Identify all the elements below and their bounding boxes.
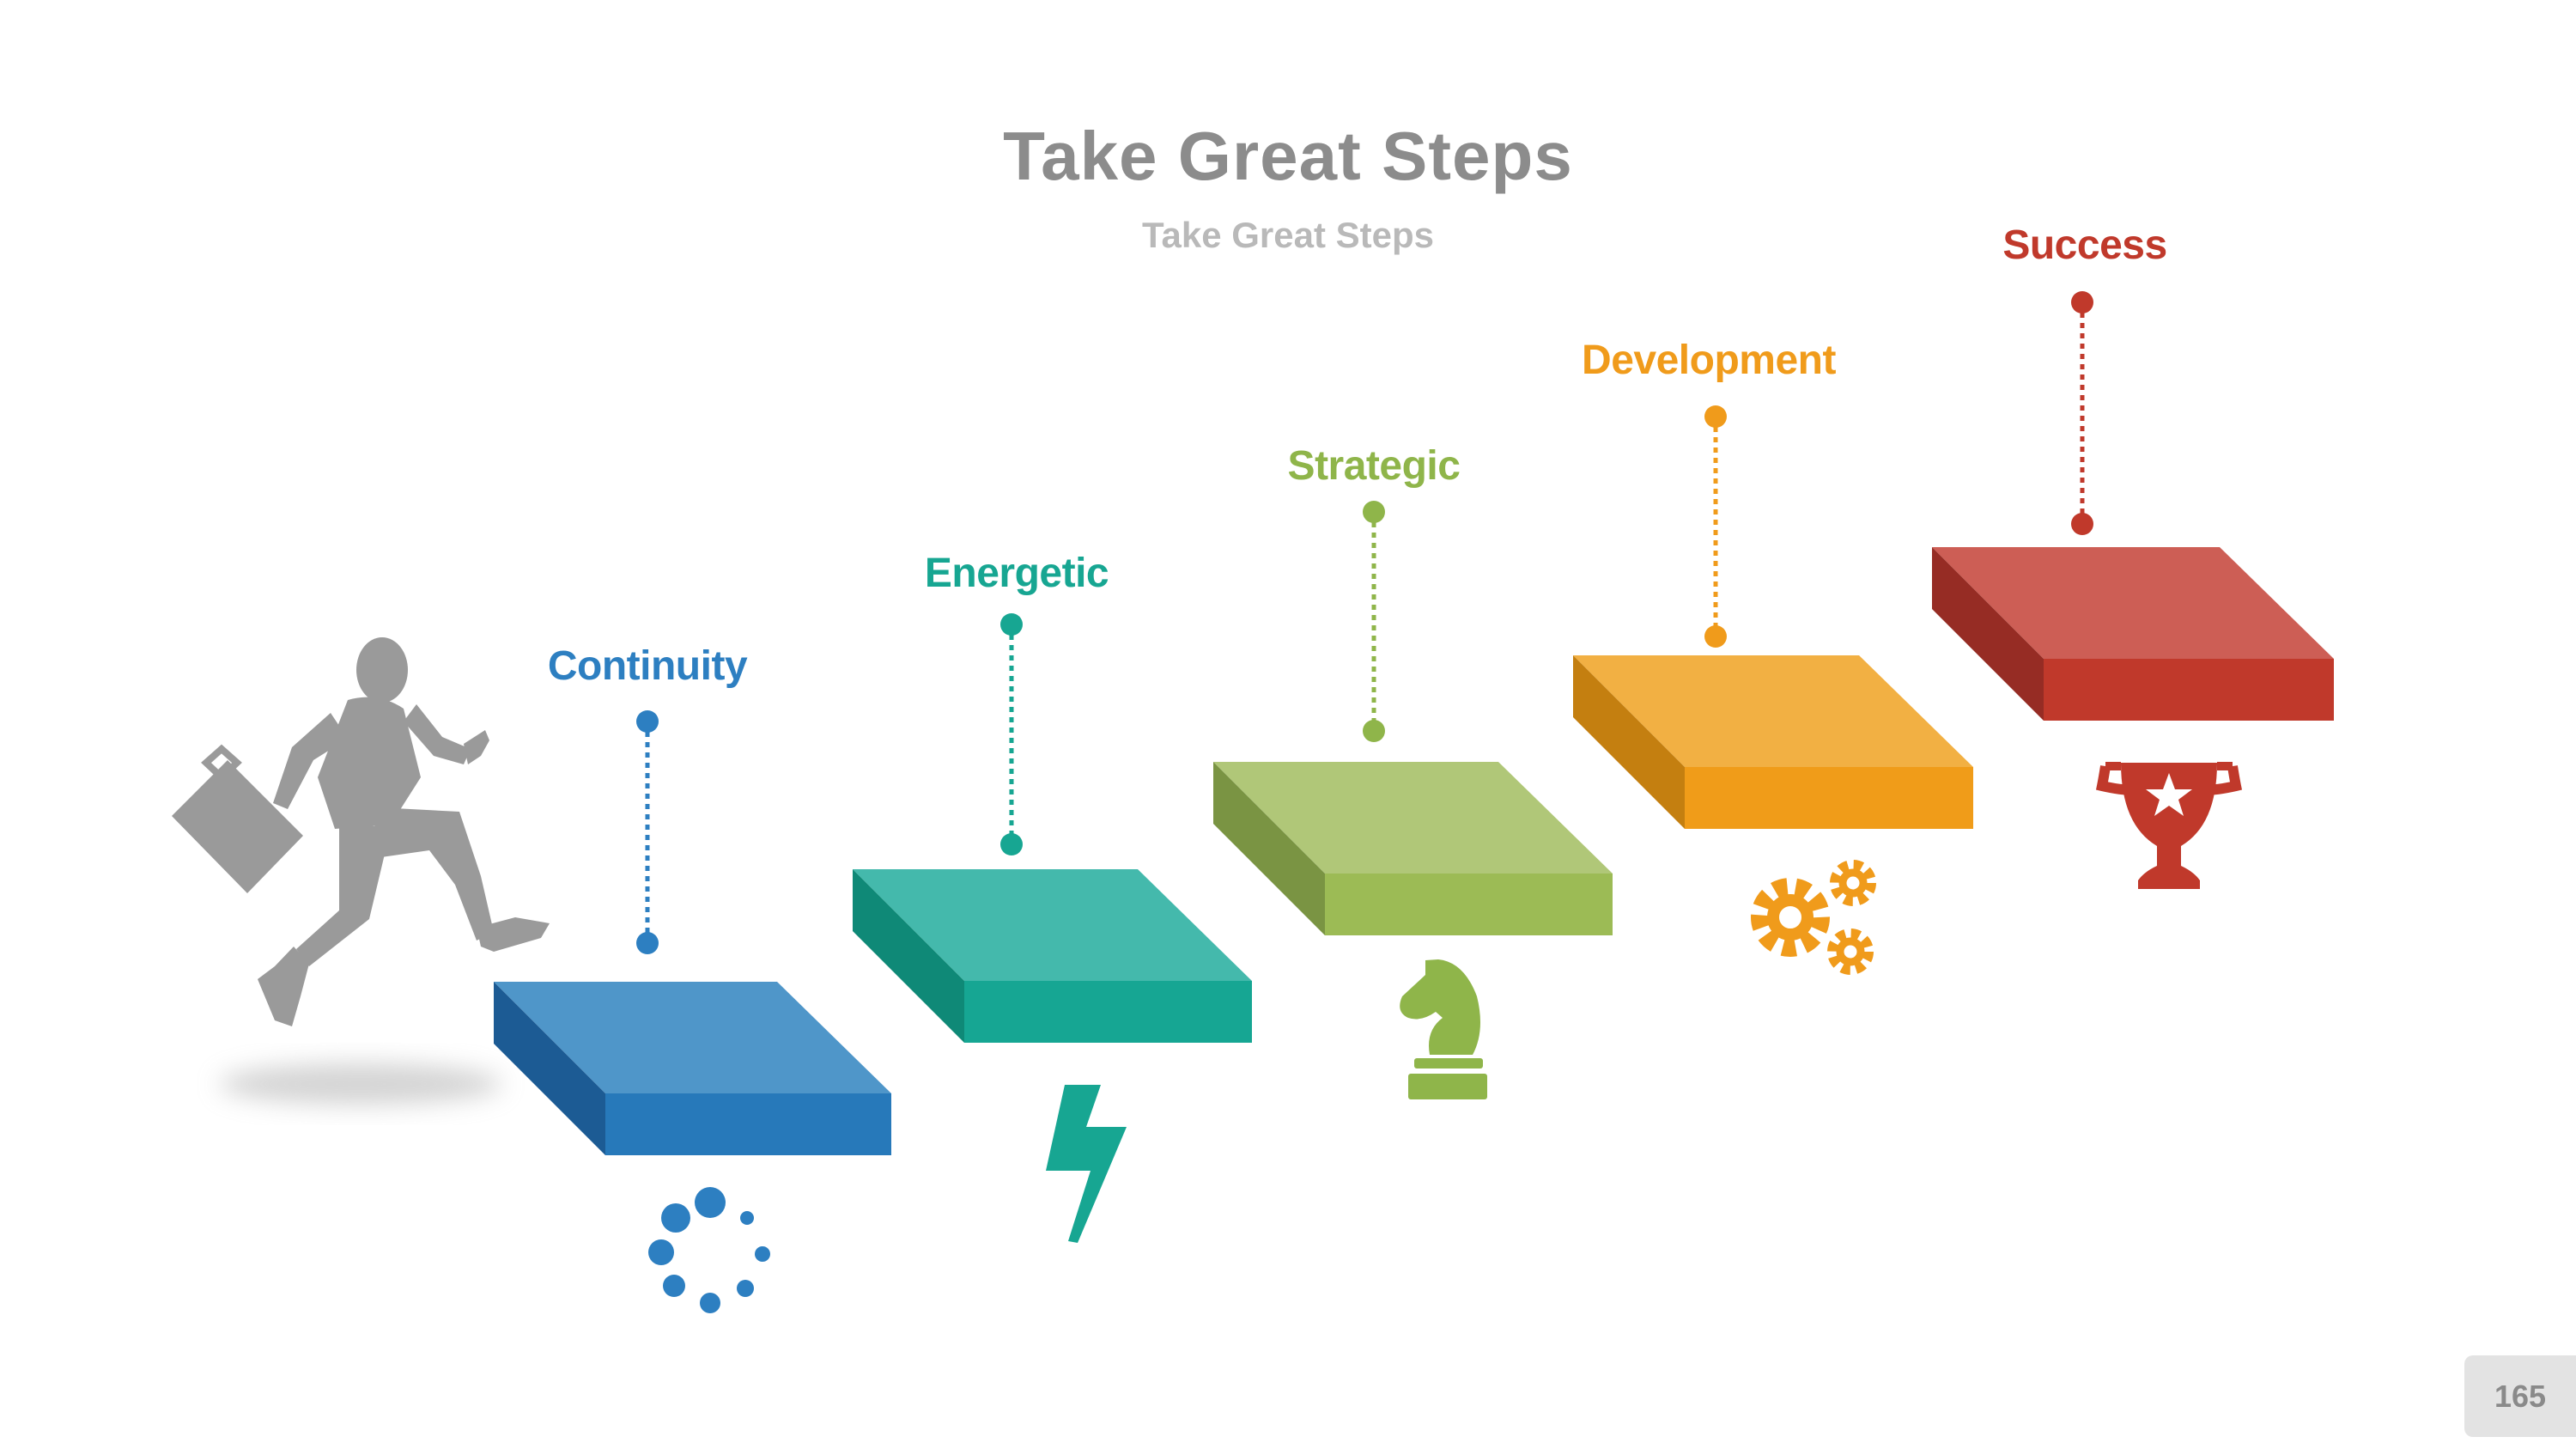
step-label-energetic: Energetic bbox=[924, 551, 1109, 596]
step-label-development: Development bbox=[1582, 338, 1836, 383]
slide-subtitle: Take Great Steps bbox=[1141, 215, 1435, 255]
step-success bbox=[1932, 291, 2334, 889]
step-label-continuity: Continuity bbox=[547, 643, 748, 689]
slide-title: Take Great Steps bbox=[1003, 118, 1573, 194]
loading-dots-icon bbox=[648, 1187, 770, 1313]
trophy-icon bbox=[2095, 762, 2243, 889]
page-number: 165 bbox=[2494, 1378, 2547, 1414]
step-label-success: Success bbox=[2002, 222, 2167, 268]
step-development bbox=[1573, 405, 1973, 975]
step-label-strategic: Strategic bbox=[1287, 443, 1461, 489]
step-continuity bbox=[494, 710, 891, 1313]
step-strategic bbox=[1213, 501, 1613, 1099]
lightning-icon bbox=[1046, 1085, 1127, 1243]
page-number-badge: 165 bbox=[2464, 1355, 2576, 1437]
gears-icon bbox=[1751, 860, 1876, 975]
chess-knight-icon bbox=[1400, 959, 1487, 1099]
step-energetic bbox=[853, 613, 1252, 1243]
businessman-running-icon bbox=[172, 637, 550, 1105]
